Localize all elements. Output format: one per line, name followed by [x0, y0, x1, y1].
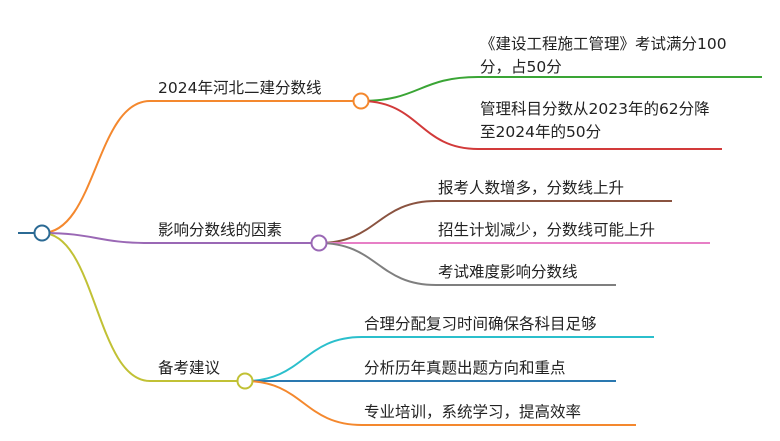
leaf-label[interactable]: 考试难度影响分数线: [438, 263, 578, 281]
leaf-connector: [244, 336, 363, 382]
leaf-connector: [318, 242, 437, 286]
branch-label[interactable]: 备考建议: [158, 359, 221, 377]
leaf-connector: [360, 76, 479, 102]
leaf-connector: [244, 380, 363, 426]
leaf-label[interactable]: 专业培训，系统学习，提高效率: [364, 403, 582, 421]
leaf-label[interactable]: 报考人数增多，分数线上升: [438, 179, 625, 197]
leaf-label[interactable]: 管理科目分数从2023年的62分降至2024年的50分: [480, 100, 710, 141]
leaf-label[interactable]: 分析历年真题出题方向和重点: [364, 359, 566, 377]
branch-node-circle[interactable]: [236, 372, 254, 390]
root-node-circle[interactable]: [33, 224, 51, 242]
branch-node-circle[interactable]: [310, 234, 328, 252]
branch-label[interactable]: 2024年河北二建分数线: [158, 79, 322, 97]
branch-connector: [41, 100, 151, 234]
leaf-label[interactable]: 招生计划减少，分数线可能上升: [438, 221, 656, 239]
leaf-label[interactable]: 《建设工程施工管理》考试满分100分，占50分: [480, 35, 727, 76]
branch-connector: [41, 232, 151, 382]
leaf-connector: [318, 200, 437, 244]
branch-connector: [41, 232, 151, 244]
branch-node-circle[interactable]: [352, 92, 370, 110]
branch-label[interactable]: 影响分数线的因素: [158, 221, 283, 239]
leaf-label[interactable]: 合理分配复习时间确保各科目足够: [364, 315, 597, 333]
leaf-connector: [360, 100, 479, 150]
